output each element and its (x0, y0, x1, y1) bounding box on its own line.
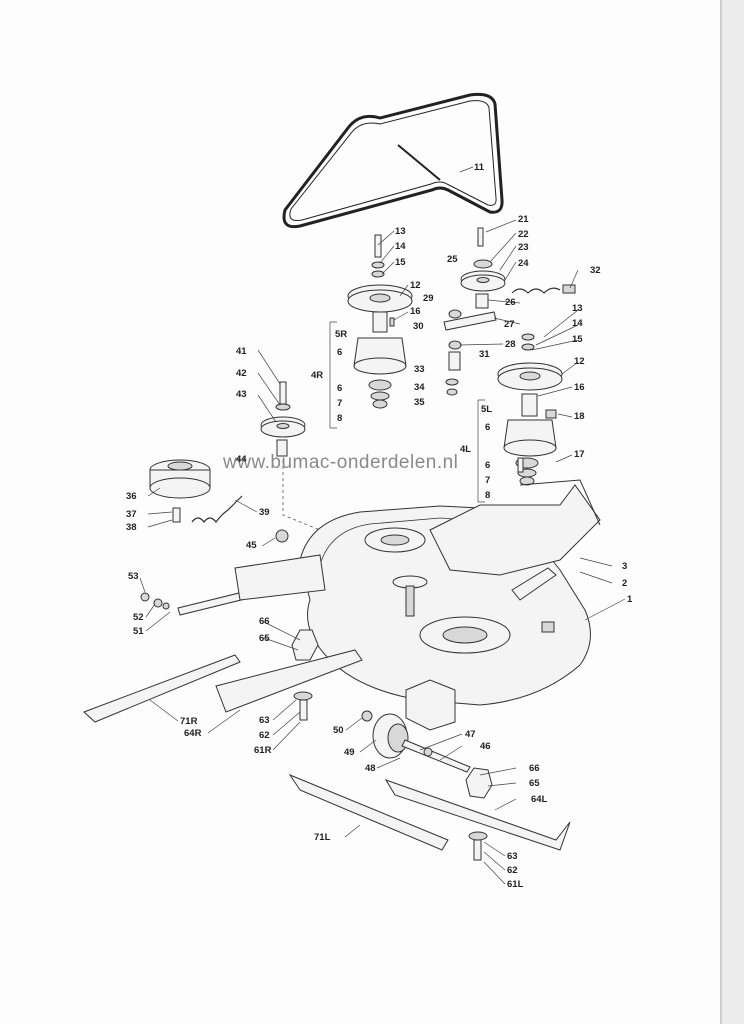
callout-29: 29 (423, 293, 434, 304)
callout-6-left: 6 (485, 460, 490, 471)
electric-clutch (149, 459, 243, 523)
scan-page-edge (720, 0, 722, 1024)
callout-4L: 4L (460, 444, 471, 455)
watermark-text: www.bumac-onderdelen.nl (222, 452, 458, 473)
callout-53: 53 (128, 571, 139, 582)
callout-15-right: 15 (395, 257, 406, 268)
callout-63-left: 63 (507, 851, 518, 862)
callout-42: 42 (236, 368, 247, 379)
callout-47: 47 (465, 729, 476, 740)
callout-21: 21 (518, 214, 529, 225)
callout-65-left: 65 (529, 778, 540, 789)
callout-37: 37 (126, 509, 137, 520)
callout-35: 35 (414, 397, 425, 408)
height-adjust-lever (140, 529, 326, 616)
callout-3: 3 (622, 561, 627, 572)
callout-2: 2 (622, 578, 627, 589)
callout-27: 27 (504, 319, 515, 330)
left-spindle-assembly (477, 333, 563, 503)
callout-62-right: 62 (259, 730, 270, 741)
callout-61R: 61R (254, 745, 272, 756)
callout-46: 46 (480, 741, 491, 752)
callout-38: 38 (126, 522, 137, 533)
callout-50: 50 (333, 725, 344, 736)
callout-13-left: 13 (572, 303, 583, 314)
mower-deck (299, 479, 601, 731)
callout-61L: 61L (507, 879, 524, 890)
callout-32: 32 (590, 265, 601, 276)
callout-1: 1 (627, 594, 633, 605)
callout-22: 22 (518, 229, 529, 240)
callout-51: 51 (133, 626, 144, 637)
callout-36: 36 (126, 491, 137, 502)
callout-7-right: 7 (337, 398, 342, 409)
callout-43: 43 (236, 389, 247, 400)
callout-65-right: 65 (259, 633, 270, 644)
idler-pulley-group (443, 227, 576, 396)
callout-30: 30 (413, 321, 424, 332)
callout-24: 24 (518, 258, 529, 269)
callout-71R: 71R (180, 716, 198, 727)
callout-5L: 5L (481, 404, 492, 415)
callout-44: 44 (236, 454, 247, 465)
callout-14-right: 14 (395, 241, 406, 252)
right-blades (83, 629, 363, 723)
callout-15-left: 15 (572, 334, 583, 345)
callout-45: 45 (246, 540, 257, 551)
callout-8-left: 8 (485, 490, 490, 501)
callout-16-left: 16 (574, 382, 585, 393)
callout-8-right: 8 (337, 413, 342, 424)
callout-14-left: 14 (572, 318, 583, 329)
callout-34: 34 (414, 382, 425, 393)
callout-66-right: 66 (259, 616, 270, 627)
callout-12-right: 12 (410, 280, 421, 291)
callout-25: 25 (447, 254, 458, 265)
wheel-assembly (361, 710, 471, 773)
callout-66-left: 66 (529, 763, 540, 774)
drive-belt (282, 92, 504, 229)
callout-12-left: 12 (574, 356, 585, 367)
callout-6-right-top: 6 (337, 347, 342, 358)
callout-13-right: 13 (395, 226, 406, 237)
callout-63-right: 63 (259, 715, 270, 726)
callout-16-right: 16 (410, 306, 421, 317)
callout-62-left: 62 (507, 865, 518, 876)
engine-pulley-group (260, 381, 346, 541)
callout-28: 28 (505, 339, 516, 350)
callout-33: 33 (414, 364, 425, 375)
callout-52: 52 (133, 612, 144, 623)
callout-64L: 64L (531, 794, 548, 805)
callout-4R: 4R (311, 370, 323, 381)
callout-18: 18 (574, 411, 585, 422)
callout-71L: 71L (314, 832, 331, 843)
callout-39: 39 (259, 507, 270, 518)
callout-41: 41 (236, 346, 247, 357)
callout-7-left: 7 (485, 475, 490, 486)
right-spindle-assembly (329, 234, 413, 429)
callout-5R: 5R (335, 329, 347, 340)
scan-margin (722, 0, 744, 1024)
callout-17: 17 (574, 449, 585, 460)
callout-6-right: 6 (337, 383, 342, 394)
left-blades (288, 767, 571, 861)
callout-23: 23 (518, 242, 529, 253)
callout-48: 48 (365, 763, 376, 774)
callout-49: 49 (344, 747, 355, 758)
leader-lines (139, 166, 626, 885)
callout-31: 31 (479, 349, 490, 360)
callout-11: 11 (474, 162, 485, 173)
callout-26: 26 (505, 297, 516, 308)
callout-6-left-top: 6 (485, 422, 490, 433)
callout-64R: 64R (184, 728, 202, 739)
